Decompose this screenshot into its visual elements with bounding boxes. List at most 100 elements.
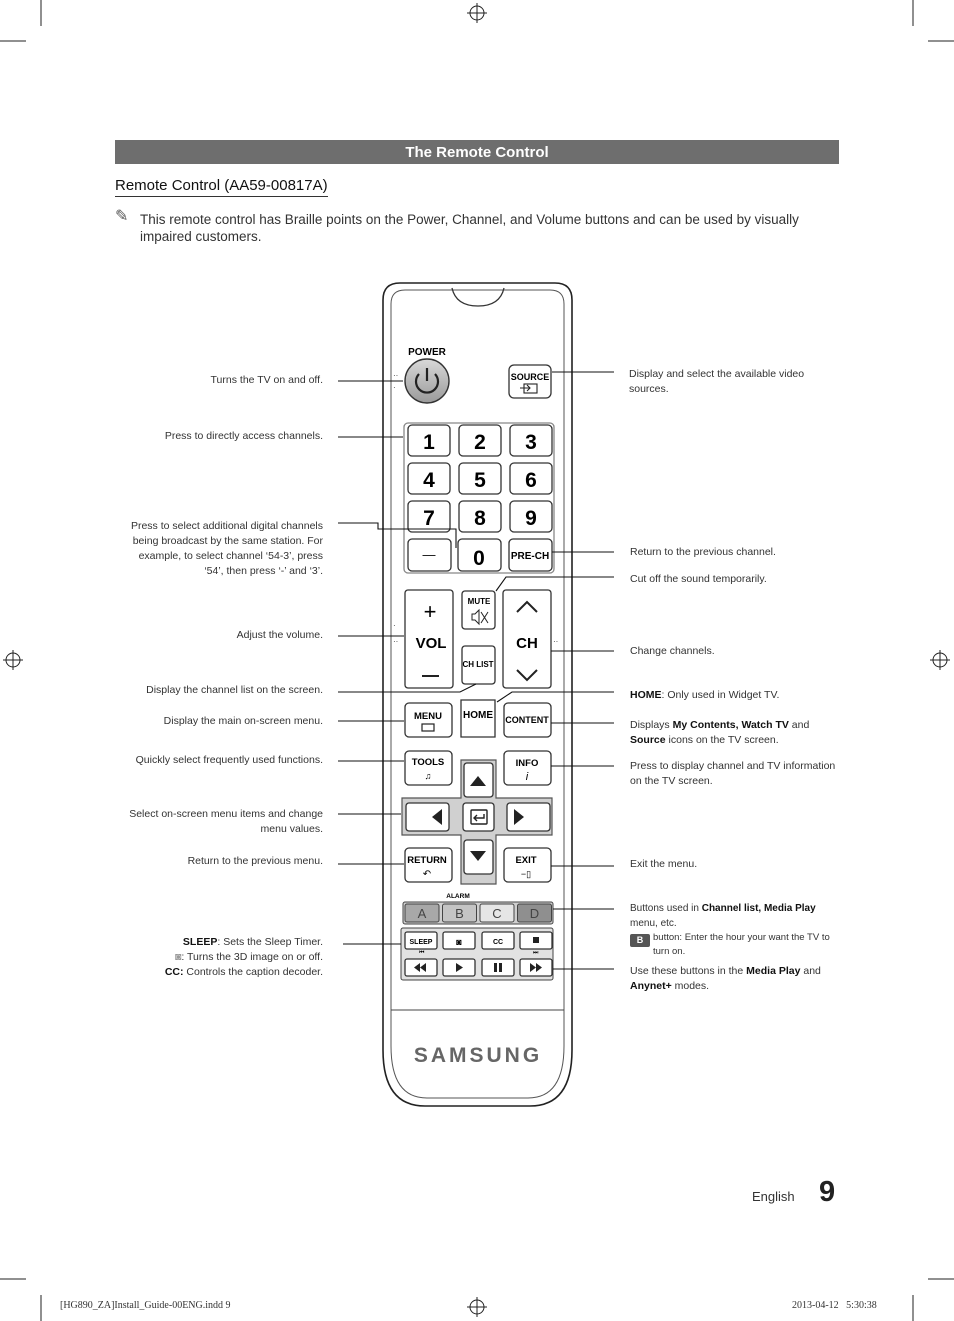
svg-text:MENU: MENU	[414, 711, 442, 722]
label-select: Select on-screen menu items and change m…	[129, 808, 323, 835]
prech-button[interactable]: PRE-CH	[508, 538, 553, 572]
exit-button[interactable]: EXIT −▯	[503, 847, 552, 883]
return-arrow-icon: ↶	[423, 869, 431, 880]
rewind-icon	[414, 963, 426, 972]
mute-button[interactable]: MUTE	[461, 590, 496, 630]
digit-4-button[interactable]: 4	[407, 462, 451, 495]
svg-text:SLEEP: SLEEP	[410, 939, 433, 946]
label-menu: Display the main on-screen menu.	[163, 715, 323, 727]
svg-text:VOL: VOL	[416, 635, 447, 652]
menu-button[interactable]: MENU	[404, 702, 453, 738]
svg-text:HOME: HOME	[463, 710, 493, 721]
tools-icon: ♫	[425, 771, 432, 781]
label-info: Press to display channel and TV informat…	[630, 760, 836, 787]
fast-forward-icon	[530, 963, 542, 972]
svg-text:8: 8	[474, 507, 486, 530]
remote-model-heading: Remote Control (AA59-00817A)	[115, 177, 328, 197]
svg-text:··: ··	[553, 637, 558, 646]
svg-text:7: 7	[423, 507, 435, 530]
digit-7-button[interactable]: 7	[407, 500, 451, 533]
svg-text:9: 9	[525, 507, 537, 530]
fast-forward-button[interactable]	[519, 958, 553, 977]
label-power: Turns the TV on and off.	[210, 374, 323, 386]
label-chlist: Display the channel list on the screen.	[146, 684, 323, 696]
callout-lines	[338, 371, 614, 970]
home-button[interactable]: HOME	[460, 699, 496, 738]
svg-text:PRE-CH: PRE-CH	[511, 551, 549, 562]
language-label: English	[752, 1189, 795, 1204]
power-button[interactable]	[404, 358, 450, 404]
label-color-buttons: Buttons used in Channel list, Media Play…	[630, 903, 816, 929]
section-title: The Remote Control	[115, 140, 839, 164]
tools-button[interactable]: TOOLS ♫	[404, 750, 453, 786]
sleep-button[interactable]: SLEEP	[404, 931, 438, 950]
svg-text:+: +	[424, 599, 437, 624]
color-b-button[interactable]: B	[442, 903, 477, 923]
stop-icon	[533, 937, 539, 943]
page-number: 9	[819, 1176, 836, 1208]
stop-button[interactable]	[519, 931, 553, 950]
svg-text:·: ·	[393, 621, 396, 630]
svg-text:D: D	[530, 906, 539, 921]
play-button[interactable]	[442, 958, 476, 977]
navigation-pad[interactable]	[401, 759, 553, 885]
color-c-button[interactable]: C	[479, 903, 515, 923]
label-media-buttons: Use these buttons in the Media Play and …	[630, 965, 821, 992]
svg-text:··: ··	[393, 637, 398, 646]
label-exit: Exit the menu.	[630, 858, 698, 870]
channel-rocker[interactable]: CH	[502, 589, 552, 689]
print-timestamp: 2013-04-12 5:30:38	[792, 1300, 877, 1311]
input-source-icon	[520, 383, 538, 394]
label-b-button: button: Enter the hour your want the TV …	[653, 932, 830, 957]
svg-text:INFO: INFO	[516, 758, 539, 769]
digit-1-button[interactable]: 1	[407, 424, 451, 457]
color-d-button[interactable]: D	[517, 903, 552, 923]
svg-text:3: 3	[525, 431, 537, 454]
cc-button[interactable]: CC	[481, 931, 515, 950]
3d-button[interactable]: ◙	[442, 931, 476, 950]
svg-text:4: 4	[423, 469, 435, 492]
digit-5-button[interactable]: 5	[458, 462, 502, 495]
digit-6-button[interactable]: 6	[509, 462, 553, 495]
dash-button[interactable]: —	[407, 538, 452, 572]
digit-0-button[interactable]: 0	[457, 538, 502, 572]
digit-3-button[interactable]: 3	[509, 424, 553, 457]
ch-list-button[interactable]: CH LIST	[461, 645, 496, 685]
indd-filename: [HG890_ZA]Install_Guide-00ENG.indd 9	[60, 1300, 231, 1311]
label-volume: Adjust the volume.	[236, 629, 323, 641]
rewind-button[interactable]	[404, 958, 438, 977]
svg-text:⏮: ⏮	[419, 950, 425, 956]
svg-text:RETURN: RETURN	[407, 855, 447, 866]
label-content: Displays My Contents, Watch TV and Sourc…	[630, 719, 810, 746]
b-button-badge: B	[630, 934, 650, 947]
digit-8-button[interactable]: 8	[458, 500, 502, 533]
menu-grid-icon	[421, 723, 435, 732]
source-button[interactable]: SOURCE	[508, 364, 552, 399]
svg-text:CC: CC	[493, 939, 503, 946]
return-button[interactable]: RETURN ↶	[404, 847, 453, 883]
svg-text:2: 2	[474, 431, 486, 454]
digit-2-button[interactable]: 2	[458, 424, 502, 457]
color-a-button[interactable]: A	[404, 903, 440, 923]
digit-9-button[interactable]: 9	[509, 500, 553, 533]
info-button[interactable]: INFO i	[503, 750, 552, 786]
label-source: Display and select the available video s…	[629, 368, 805, 395]
exit-icon: −▯	[521, 869, 531, 879]
pause-button[interactable]	[481, 958, 515, 977]
svg-text:TOOLS: TOOLS	[412, 757, 445, 768]
braille-dot-markers: ··· ··· ··	[393, 371, 558, 646]
pencil-icon: ✎	[115, 208, 129, 225]
svg-text:B: B	[455, 906, 464, 921]
mute-speaker-icon	[471, 608, 489, 626]
svg-text:0: 0	[473, 547, 485, 570]
content-button[interactable]: CONTENT	[503, 702, 552, 738]
svg-text:6: 6	[525, 469, 537, 492]
label-mute: Cut off the sound temporarily.	[630, 573, 767, 585]
volume-rocker[interactable]: + VOL	[404, 589, 454, 689]
svg-text:CH: CH	[516, 635, 538, 652]
svg-text:A: A	[418, 906, 427, 921]
svg-text:··: ··	[393, 371, 398, 380]
